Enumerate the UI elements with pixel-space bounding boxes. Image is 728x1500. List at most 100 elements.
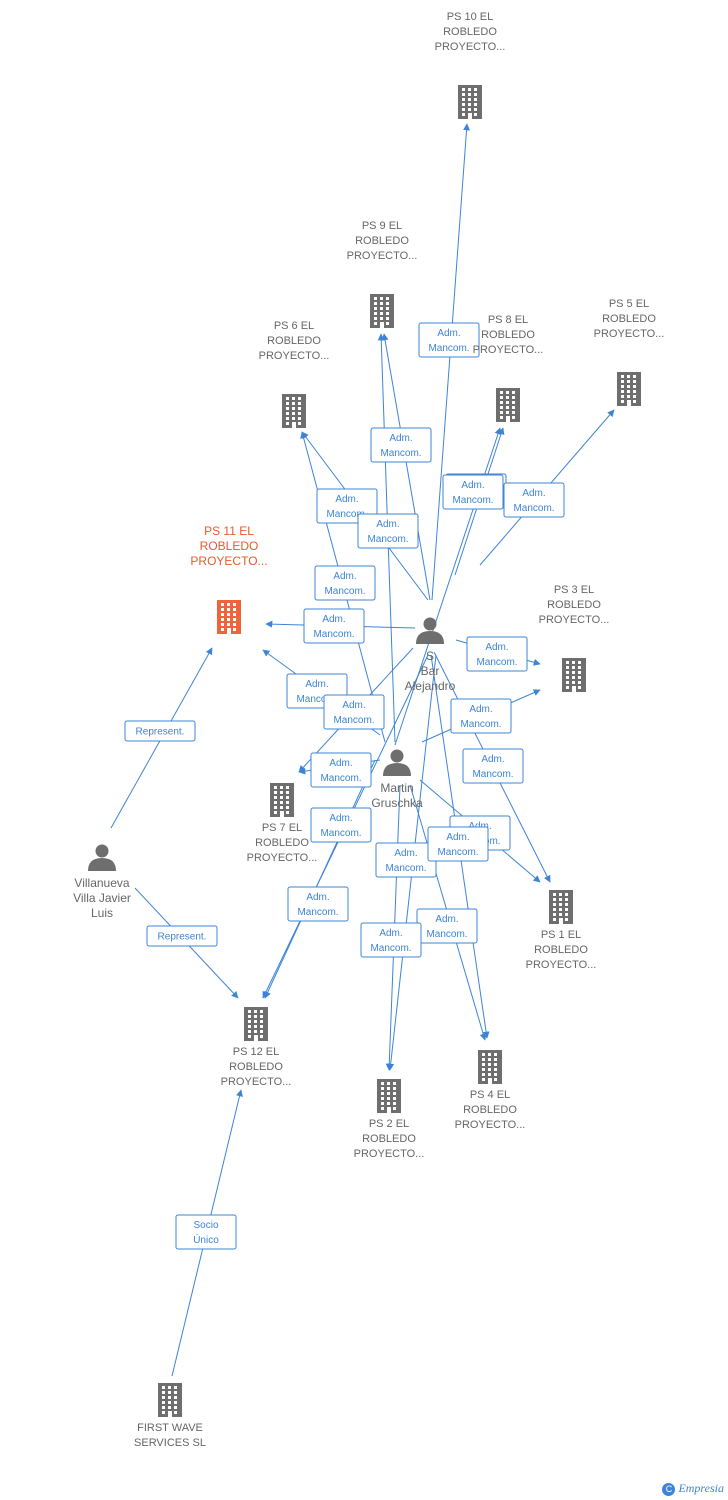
edge-label-text: Adm. <box>333 571 356 582</box>
node-label: PS 9 EL <box>362 220 402 232</box>
edge-label-sanz-to-ps4[interactable]: Adm. Mancom. <box>416 908 478 944</box>
edge-label-sanz-to-ps2[interactable]: Adm.Mancom. <box>375 842 437 878</box>
node-label: ROBLEDO <box>267 335 321 347</box>
edge-label-text: Mancom. <box>324 586 365 597</box>
edge-label-martin-to-ps8[interactable]: Adm.Mancom. <box>442 474 504 510</box>
edge-label-martin-to-ps6[interactable]: Adm. Mancom. <box>314 565 376 601</box>
edge-label-text: Mancom. <box>367 534 408 545</box>
edge-label-box <box>124 720 196 742</box>
node-ps2[interactable]: PS 2 ELROBLEDOPROYECTO... <box>354 1079 425 1160</box>
node-ps7[interactable]: PS 7 ELROBLEDOPROYECTO... <box>247 783 318 864</box>
edge-label-box <box>357 513 419 549</box>
copyright-icon: C <box>662 1482 676 1496</box>
edge-martin-to-ps12 <box>264 759 376 999</box>
edge-label-text: Adm. <box>522 488 545 499</box>
edge-label-villanueva-to-ps12[interactable]: Represent. <box>146 925 218 947</box>
edge-label-text: Mancom. <box>437 847 478 858</box>
node-label: ROBLEDO <box>255 837 309 849</box>
edge-label-sanz-to-ps12[interactable]: Adm.Mancom. <box>287 886 349 922</box>
node-label: ROBLEDO <box>229 1061 283 1073</box>
node-ps9[interactable]: PS 9 ELROBLEDOPROYECTO... <box>347 220 418 328</box>
edge-sanz-to-ps10 <box>431 123 471 601</box>
node-label: PS 6 EL <box>274 320 314 332</box>
node-label: PS 1 EL <box>541 929 581 941</box>
node-label: Villanueva <box>74 876 129 890</box>
edge-label-text: Mancom. <box>326 509 367 520</box>
edge-label-box <box>462 748 524 784</box>
edge-label-text: Mancom. <box>296 694 337 705</box>
node-ps6[interactable]: PS 6 ELROBLEDOPROYECTO... <box>259 320 330 428</box>
edge-label-text: Adm. <box>329 813 352 824</box>
edge-label-text: Mancom. <box>297 907 338 918</box>
node-label: Bar <box>421 664 440 678</box>
building-icon <box>270 783 294 817</box>
edge-label-text: Adm. <box>379 928 402 939</box>
node-label: PS 7 EL <box>262 822 302 834</box>
edge-label-sanz-to-ps3[interactable]: Adm.Mancom. <box>466 636 528 672</box>
edge-label-text: Mancom. <box>426 929 467 940</box>
edge-label-villanueva-to-ps11[interactable]: Represent. <box>124 720 196 742</box>
edge-label-box <box>314 565 376 601</box>
edge-label-text: Adm. <box>435 914 458 925</box>
edge-label-sanz-to-ps9[interactable]: Adm.Mancom. <box>370 427 432 463</box>
node-label: Alejandro <box>405 679 456 693</box>
building-icon <box>244 1007 268 1041</box>
edge-label-martin-to-ps12[interactable]: Adm.Mancom. <box>310 807 372 843</box>
edge-label-martin-to-ps9[interactable]: Adm.Mancom. <box>357 513 419 549</box>
edge-labels-layer: Adm. Mancom. Adm. Mancom. Adm. Mancom. Adm. Man… <box>124 322 565 1250</box>
edge-label-sanz-to-ps1[interactable]: Adm.Mancom. <box>462 748 524 784</box>
node-label: ROBLEDO <box>602 313 656 325</box>
edge-label-martin-to-ps3[interactable]: Adm.Mancom. <box>450 698 512 734</box>
edge-label-martin-to-ps2[interactable]: Adm.Mancom. <box>360 922 422 958</box>
edge-label-text: Mancom. <box>460 719 501 730</box>
node-ps12[interactable]: PS 12 ELROBLEDOPROYECTO... <box>221 1007 292 1088</box>
node-label: PROYECTO... <box>221 1076 292 1088</box>
edge-label-box <box>442 474 504 510</box>
edge-label-sanz-to-ps5[interactable]: Adm.Mancom. <box>503 482 565 518</box>
edge-label-box <box>503 482 565 518</box>
edge-label-text: Adm. <box>322 614 345 625</box>
node-ps5[interactable]: PS 5 ELROBLEDOPROYECTO... <box>594 298 665 406</box>
node-label: ROBLEDO <box>481 329 535 341</box>
node-ps3[interactable]: PS 3 ELROBLEDOPROYECTO... <box>539 584 610 692</box>
edge-label-text: Adm. <box>481 754 504 765</box>
edge-label-box <box>427 826 489 862</box>
node-ps10[interactable]: PS 10 ELROBLEDOPROYECTO... <box>435 11 506 119</box>
node-label: PROYECTO... <box>190 554 267 568</box>
node-label: ROBLEDO <box>463 1104 517 1116</box>
edge-label-sanz-to-ps11[interactable]: Adm. Mancom. <box>303 608 365 644</box>
edge-label-martin-to-ps4[interactable]: Adm.Mancom. <box>427 826 489 862</box>
node-label: PS 10 EL <box>447 11 493 23</box>
edge-label-sanz-to-ps10[interactable]: Adm.Mancom. <box>418 322 480 358</box>
person-icon <box>416 617 444 644</box>
edge-label-text: Adm. <box>485 642 508 653</box>
highlighted-building-icon <box>217 600 241 634</box>
node-ps1[interactable]: PS 1 ELROBLEDOPROYECTO... <box>526 890 597 971</box>
node-ps4[interactable]: PS 4 ELROBLEDOPROYECTO... <box>455 1050 526 1131</box>
edge-label-text: Adm. <box>461 480 484 491</box>
node-label: Gruschka <box>371 796 423 810</box>
edge-label-text: Represent. <box>158 932 207 943</box>
node-label: PS 2 EL <box>369 1118 409 1130</box>
node-label: PROYECTO... <box>539 614 610 626</box>
node-label: PROYECTO... <box>594 328 665 340</box>
edge-label-martin-to-ps7[interactable]: Adm.Mancom. <box>323 694 385 730</box>
edge-label-text: Mancom. <box>313 629 354 640</box>
node-ps8[interactable]: PS 8 ELROBLEDOPROYECTO... <box>473 314 544 422</box>
node-ps11[interactable]: PS 11 ELROBLEDOPROYECTO... <box>190 524 268 634</box>
edge-label-text: Adm. <box>329 758 352 769</box>
edge-label-sanz-to-ps7[interactable]: Adm.Mancom. <box>310 752 372 788</box>
edge-label-text: Adm. <box>394 848 417 859</box>
edge-label-text: Adm. <box>335 494 358 505</box>
node-label: Villa Javier <box>73 891 131 905</box>
node-label: PS 11 EL <box>204 524 254 538</box>
node-label: SERVICES SL <box>134 1437 206 1449</box>
node-label: ROBLEDO <box>355 235 409 247</box>
